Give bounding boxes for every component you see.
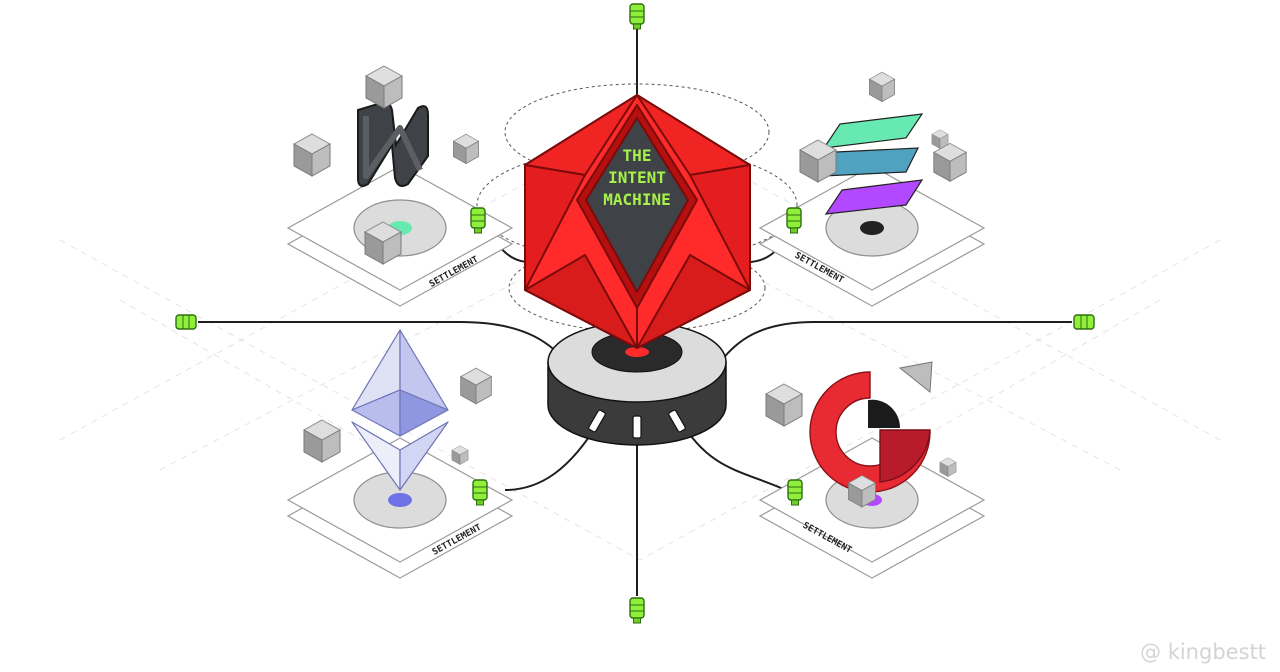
machine-title: THE INTENT MACHINE — [603, 146, 670, 209]
axelar-logo-icon — [809, 361, 933, 493]
near-logo-icon — [357, 101, 429, 187]
title-line-2: INTENT — [608, 168, 666, 187]
title-line-3: MACHINE — [603, 190, 670, 209]
connector-bottom — [629, 597, 645, 624]
central-pedestal — [547, 321, 727, 446]
watermark: @ kingbestt — [1140, 640, 1266, 664]
connector-top — [629, 3, 645, 30]
solana-settlement-node: SETTLEMENT — [759, 71, 985, 307]
solana-logo-icon — [822, 113, 924, 215]
intent-machine-icosahedron — [524, 94, 751, 349]
title-line-1: THE — [623, 146, 652, 165]
connector-left — [175, 314, 197, 330]
axelar-settlement-node: SETTLEMENT — [759, 361, 985, 579]
ethereum-logo-icon — [351, 329, 449, 491]
ethereum-settlement-node: SETTLEMENT — [287, 329, 513, 579]
pedestal-ports — [588, 409, 686, 439]
near-settlement-node: SETTLEMENT — [287, 65, 513, 307]
connector-right — [1073, 314, 1095, 330]
